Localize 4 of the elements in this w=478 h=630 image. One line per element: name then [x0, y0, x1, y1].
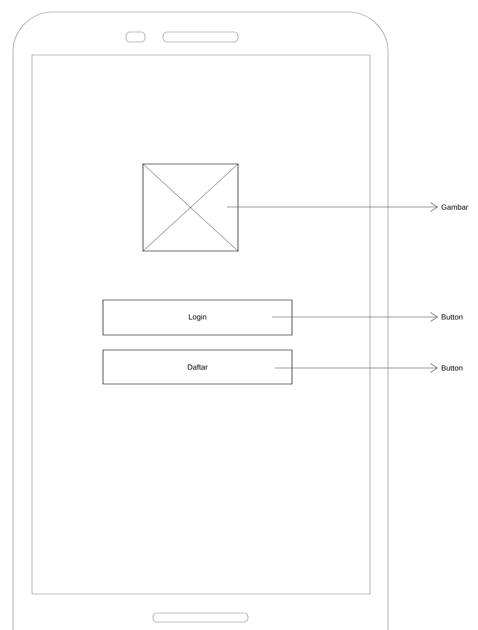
arrow: [274, 363, 438, 373]
image-placeholder: [142, 164, 238, 252]
arrow: [226, 202, 438, 212]
arrow: [272, 312, 438, 322]
